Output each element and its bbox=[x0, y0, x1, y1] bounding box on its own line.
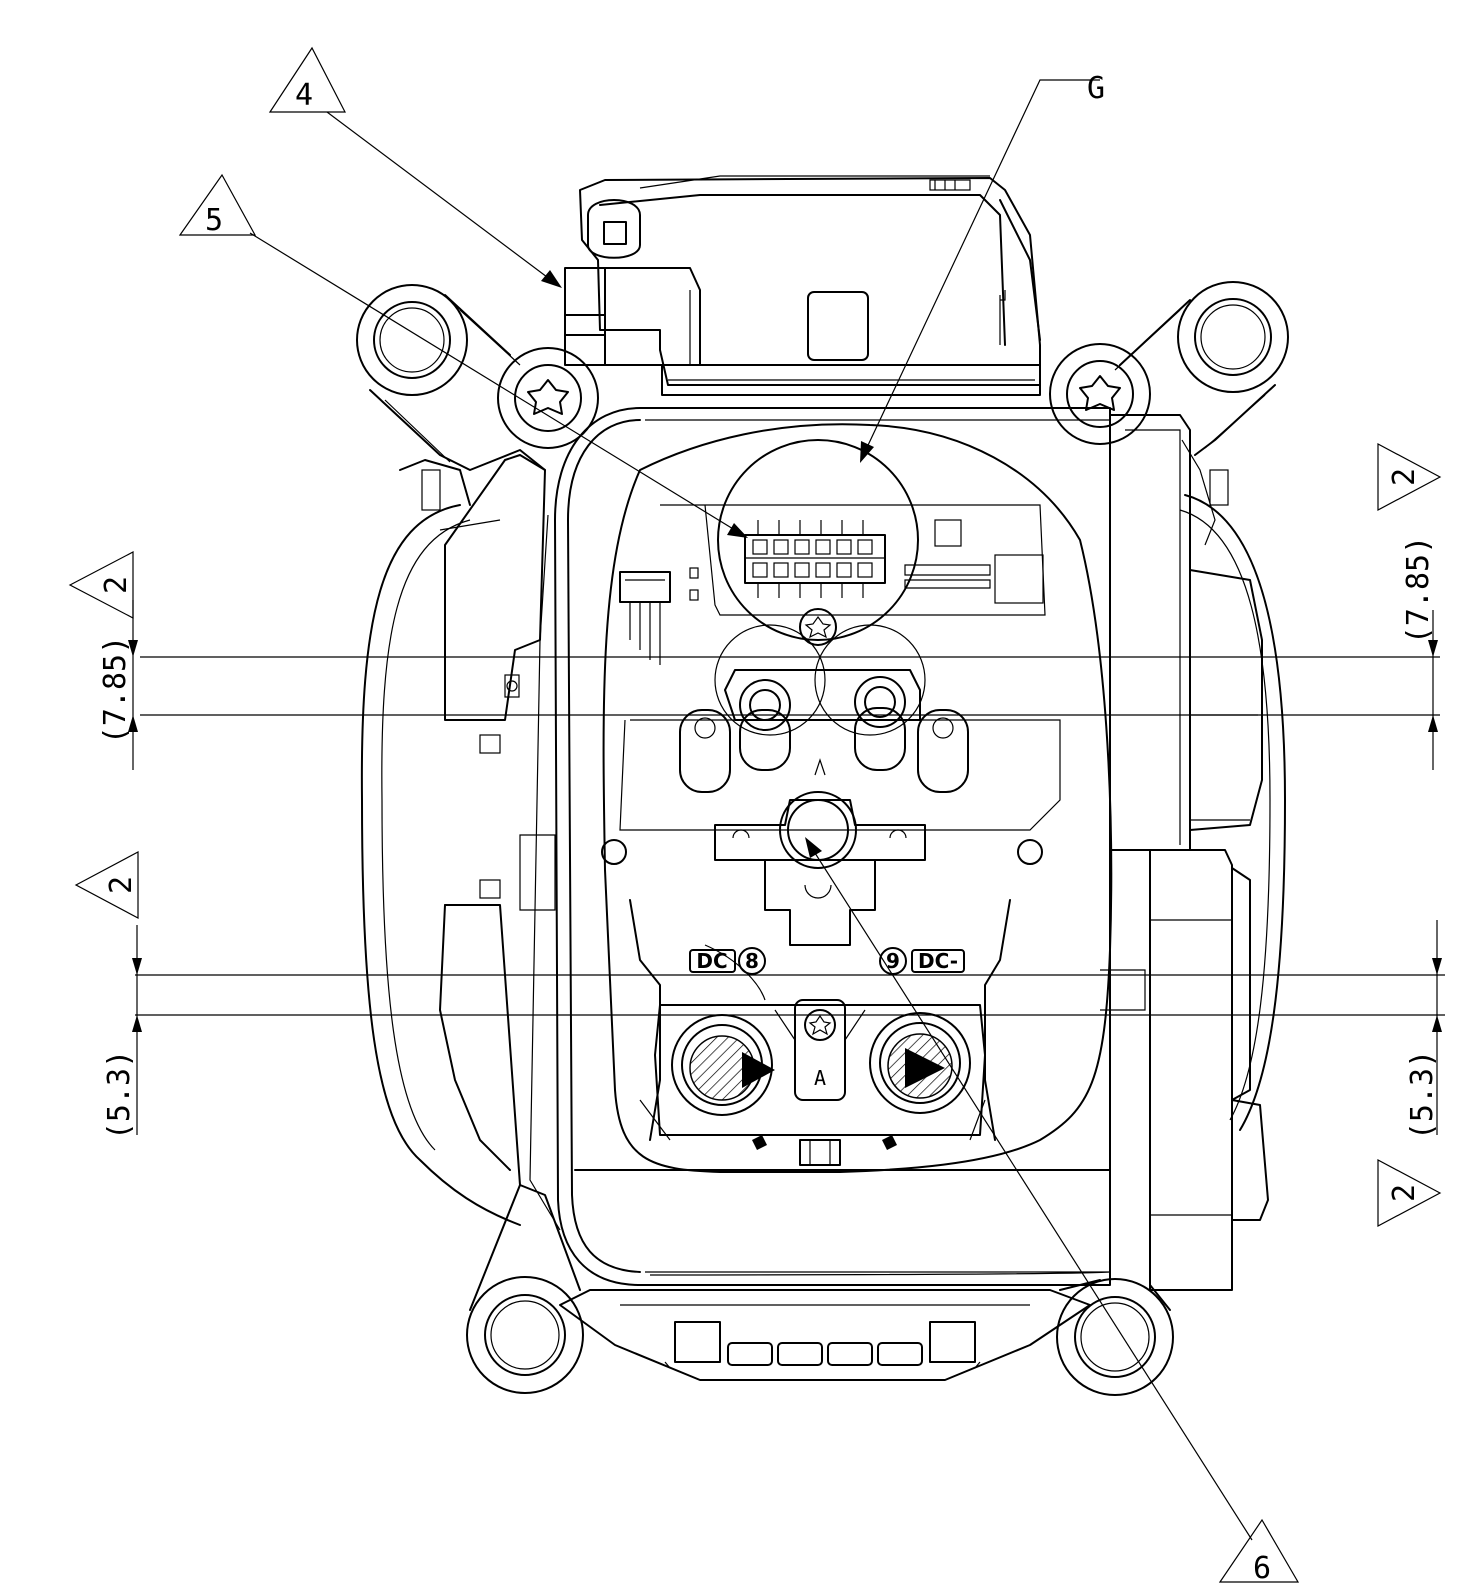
svg-text:G: G bbox=[1087, 71, 1105, 106]
svg-text:6: 6 bbox=[1253, 1551, 1271, 1586]
callout-2-left-top: 2 bbox=[68, 551, 134, 619]
callout-5: 5 bbox=[178, 173, 257, 238]
dimension-lines bbox=[128, 600, 1445, 1135]
label-dc-minus: DC- bbox=[918, 949, 958, 973]
svg-text:2: 2 bbox=[1387, 1184, 1422, 1202]
terminal-rails bbox=[629, 899, 1011, 1141]
screw-boss-top-right bbox=[1049, 343, 1151, 445]
label-dc-plus: DC bbox=[696, 949, 727, 973]
svg-text:2: 2 bbox=[99, 576, 134, 594]
circuit-board bbox=[660, 439, 1046, 641]
callout-G: G bbox=[1087, 71, 1105, 106]
dimension-left-upper: (7.85) bbox=[98, 636, 133, 744]
mounting-lug-top-right bbox=[1114, 281, 1289, 456]
callout-2-right-bottom: 2 bbox=[1377, 1159, 1442, 1227]
dc-terminal-block bbox=[639, 999, 986, 1166]
cable-gland-studs bbox=[619, 669, 1061, 831]
callout-4: 4 bbox=[268, 46, 346, 113]
side-module-left bbox=[399, 454, 556, 1186]
callout-6: 6 bbox=[1218, 1518, 1300, 1586]
side-module-right bbox=[1100, 414, 1269, 1291]
top-connector-housing bbox=[564, 175, 1041, 396]
center-bracket bbox=[601, 758, 1043, 946]
dimension-right-lower: (5.3) bbox=[1405, 1050, 1440, 1140]
small-4-pin-connector bbox=[619, 571, 671, 665]
svg-text:5: 5 bbox=[205, 203, 223, 238]
mounting-lug-bottom-right bbox=[1056, 1278, 1174, 1396]
callout-2-right-top: 2 bbox=[1377, 443, 1442, 511]
leader-lines bbox=[249, 79, 1253, 1541]
mounting-lug-bottom-left bbox=[466, 1184, 584, 1394]
center-screw bbox=[714, 608, 926, 736]
base-frame bbox=[559, 1289, 1091, 1381]
label-9: 9 bbox=[886, 949, 900, 973]
label-8: 8 bbox=[745, 949, 759, 973]
dimension-left-lower: (5.3) bbox=[102, 1050, 137, 1140]
mounting-lug-top-left bbox=[356, 284, 546, 471]
callout-2-left-bottom: 2 bbox=[74, 851, 139, 919]
svg-text:2: 2 bbox=[1387, 468, 1422, 486]
svg-text:2: 2 bbox=[104, 876, 139, 894]
dimension-right-upper: (7.85) bbox=[1401, 536, 1436, 644]
svg-text:4: 4 bbox=[295, 78, 313, 113]
arrow-marker-right bbox=[905, 1048, 945, 1088]
label-a: A bbox=[814, 1066, 826, 1090]
12-pin-connector bbox=[744, 520, 886, 598]
screw-boss-top-left bbox=[497, 347, 599, 449]
arrow-marker-left bbox=[742, 1052, 775, 1088]
